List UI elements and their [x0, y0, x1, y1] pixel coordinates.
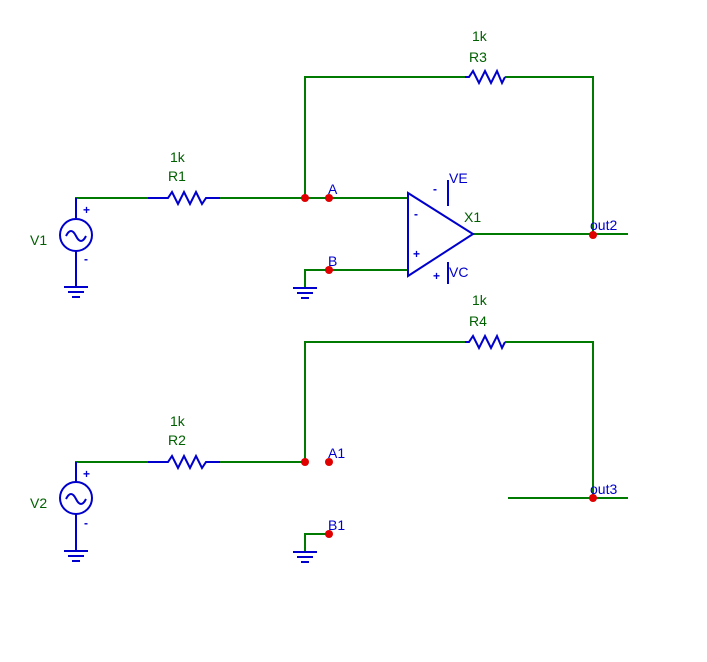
- top-circuit: 1k R1 1k R3 + - V1: [30, 28, 628, 299]
- opamp-plus-input-sign: +: [413, 247, 420, 261]
- wire-feedback-left-2: [304, 341, 465, 462]
- resistor-r3-body: [465, 68, 506, 86]
- opamp-x1[interactable]: - + - + VE VC X1: [407, 170, 481, 284]
- resistor-r1-body: [148, 189, 220, 207]
- net-label-a1: A1: [328, 445, 345, 461]
- v2-ref: V2: [30, 495, 47, 511]
- resistor-r1-ref: R1: [168, 168, 186, 184]
- voltage-source-v2[interactable]: + - V2: [30, 462, 93, 550]
- opamp-vminus-sign: +: [433, 269, 440, 283]
- resistor-r1-value: 1k: [170, 149, 186, 165]
- resistor-r4[interactable]: 1k R4: [465, 292, 506, 351]
- v1-ref: V1: [30, 232, 47, 248]
- resistor-r3-value: 1k: [472, 28, 488, 44]
- wire-ground-b: [304, 269, 408, 287]
- resistor-r2-body: [148, 453, 220, 471]
- bottom-circuit: 1k R2 1k R4 + - V2: [30, 292, 628, 563]
- resistor-r4-value: 1k: [472, 292, 488, 308]
- net-label-b1: B1: [328, 517, 345, 533]
- resistor-r4-body: [465, 333, 506, 351]
- net-node-b[interactable]: [325, 266, 333, 274]
- opamp-x1-triangle: [407, 191, 475, 278]
- opamp-x1-vplus-label: VE: [449, 170, 468, 186]
- v2-plus-sign: +: [83, 467, 90, 481]
- v2-minus-sign: -: [84, 516, 88, 530]
- junction-node: [301, 458, 309, 466]
- ground-icon: [64, 286, 88, 298]
- net-label-out2: out2: [590, 217, 617, 233]
- net-node-a1[interactable]: [325, 458, 333, 466]
- junction-node: [301, 194, 309, 202]
- net-node-b1[interactable]: [325, 530, 333, 538]
- net-node-out3[interactable]: [589, 494, 597, 502]
- wire-feedback-right: [505, 76, 594, 235]
- resistor-r2-value: 1k: [170, 413, 186, 429]
- ground-icon: [293, 287, 317, 299]
- resistor-r3-ref: R3: [469, 49, 487, 65]
- wire-ground-b1: [304, 533, 329, 551]
- net-label-out3: out3: [590, 481, 617, 497]
- resistor-r3[interactable]: 1k R3: [465, 28, 506, 86]
- resistor-r4-ref: R4: [469, 313, 487, 329]
- wire-feedback-right-2: [505, 341, 594, 498]
- wire-feedback-left: [304, 76, 465, 198]
- net-label-a: A: [328, 181, 338, 197]
- net-label-b: B: [328, 253, 337, 269]
- opamp-x1-ref: X1: [464, 209, 481, 225]
- opamp-x1-vminus-label: VC: [449, 264, 468, 280]
- sine-wave-icon: [65, 493, 87, 505]
- net-node-out2[interactable]: [589, 231, 597, 239]
- sine-wave-icon: [65, 230, 87, 242]
- v1-minus-sign: -: [84, 252, 88, 266]
- opamp-minus-input-sign: -: [414, 207, 418, 221]
- voltage-source-v1[interactable]: + - V1: [30, 198, 93, 286]
- opamp-vplus-sign: -: [433, 182, 437, 196]
- ground-icon: [64, 550, 88, 562]
- resistor-r1[interactable]: 1k R1: [148, 149, 220, 207]
- v1-plus-sign: +: [83, 203, 90, 217]
- resistor-r2-ref: R2: [168, 432, 186, 448]
- resistor-r2[interactable]: 1k R2: [148, 413, 220, 471]
- ground-icon: [293, 551, 317, 563]
- net-node-a[interactable]: [325, 194, 333, 202]
